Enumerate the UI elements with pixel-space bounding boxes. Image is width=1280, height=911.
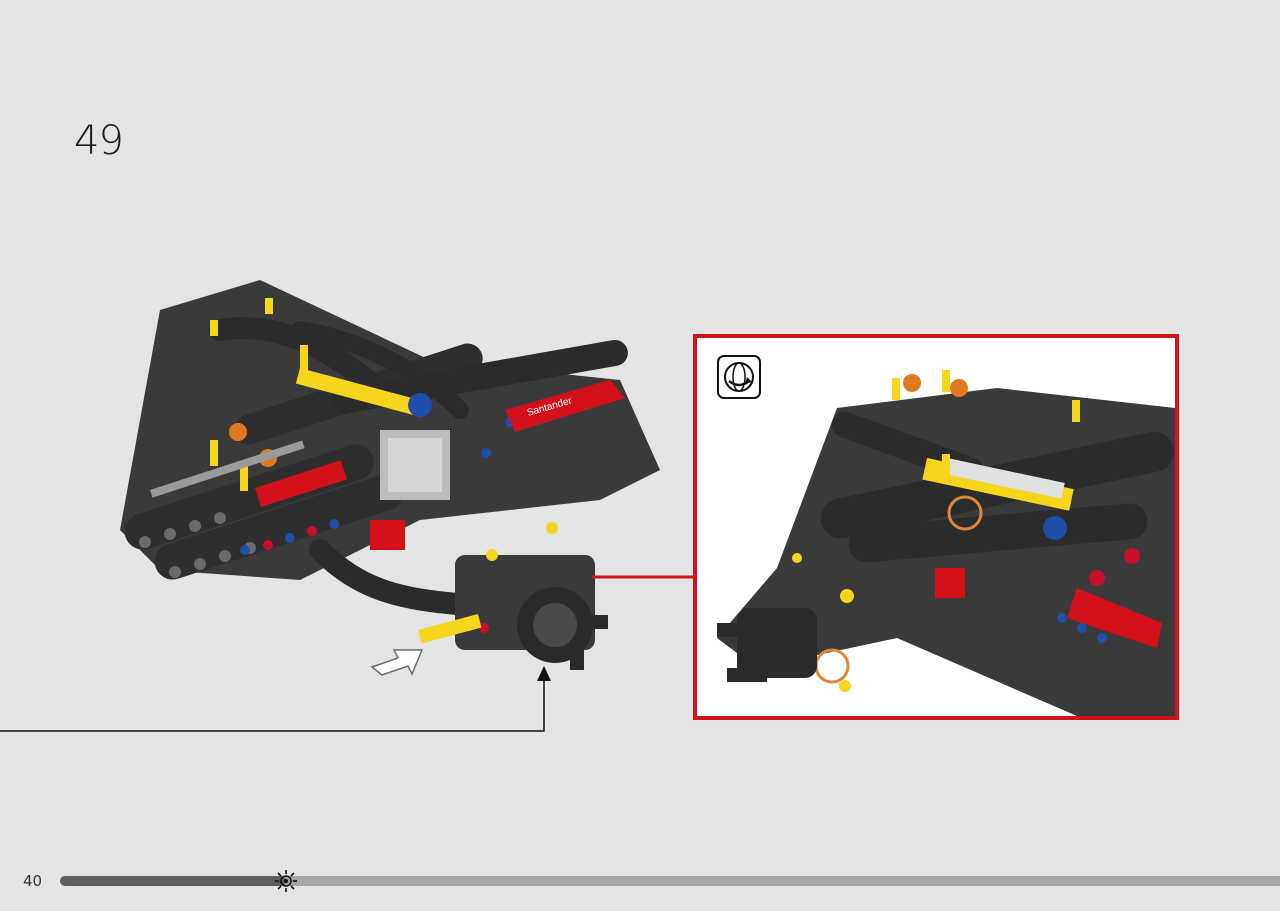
page-number: 40 <box>23 872 43 890</box>
detail-callout <box>693 334 1179 720</box>
step-number: 49 <box>74 118 124 164</box>
rotate-model-icon <box>717 355 761 399</box>
build-illustration: Santander <box>0 280 694 732</box>
chassis-frame: Santander <box>120 280 660 580</box>
hub-assembly <box>309 522 608 670</box>
detail-illustration <box>717 370 1175 716</box>
assembly-connector <box>0 666 551 732</box>
push-arrow-icon <box>370 649 424 676</box>
progress-fill <box>60 876 286 886</box>
progress-bar <box>60 870 1280 892</box>
gear-icon <box>274 870 297 892</box>
